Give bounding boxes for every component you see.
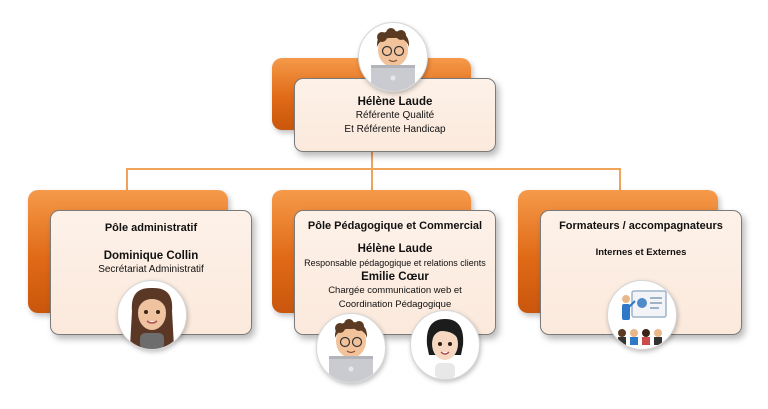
top-avatar — [358, 22, 428, 92]
admin-node-role: Secrétariat Administratif — [98, 264, 204, 275]
man-with-laptop-avatar-icon — [329, 319, 373, 382]
connector-vertical-top — [371, 152, 373, 169]
man-with-laptop-avatar-icon — [371, 28, 415, 91]
connector-left — [126, 168, 128, 190]
pedago-avatar-1 — [316, 313, 386, 383]
trainers-avatar — [607, 280, 677, 350]
pedago-person1-role: Responsable pédagogique et relations cli… — [304, 258, 486, 268]
connector-right — [619, 168, 621, 190]
pedago-person2-role-line1: Chargée communication web et — [328, 285, 462, 296]
pedago-person1-name: Hélène Laude — [357, 243, 433, 255]
top-node-name: Hélène Laude — [357, 96, 433, 108]
woman-short-hair-avatar-icon — [426, 319, 464, 379]
admin-avatar — [117, 280, 187, 350]
admin-node-title: Pôle administratif — [104, 222, 198, 234]
top-node-role-line2: Et Référente Handicap — [344, 124, 446, 135]
trainers-node-subtitle: Internes et Externes — [595, 247, 687, 258]
pedago-node-title: Pôle Pédagogique et Commercial — [307, 220, 483, 232]
presenter-audience-icon — [618, 290, 667, 345]
pedago-node-card: Pôle Pédagogique et Commercial Hélène La… — [294, 210, 496, 335]
trainers-node-title: Formateurs / accompagnateurs — [559, 220, 723, 232]
admin-node-name: Dominique Collin — [103, 250, 199, 262]
top-node-role-line1: Référente Qualité — [355, 110, 435, 121]
connector-middle — [371, 168, 373, 190]
pedago-avatar-2 — [410, 310, 480, 380]
woman-long-hair-avatar-icon — [130, 287, 174, 349]
connector-horizontal — [126, 168, 621, 170]
pedago-person2-role-line2: Coordination Pédagogique — [338, 299, 452, 310]
pedago-person2-name: Emilie Cœur — [361, 271, 429, 283]
